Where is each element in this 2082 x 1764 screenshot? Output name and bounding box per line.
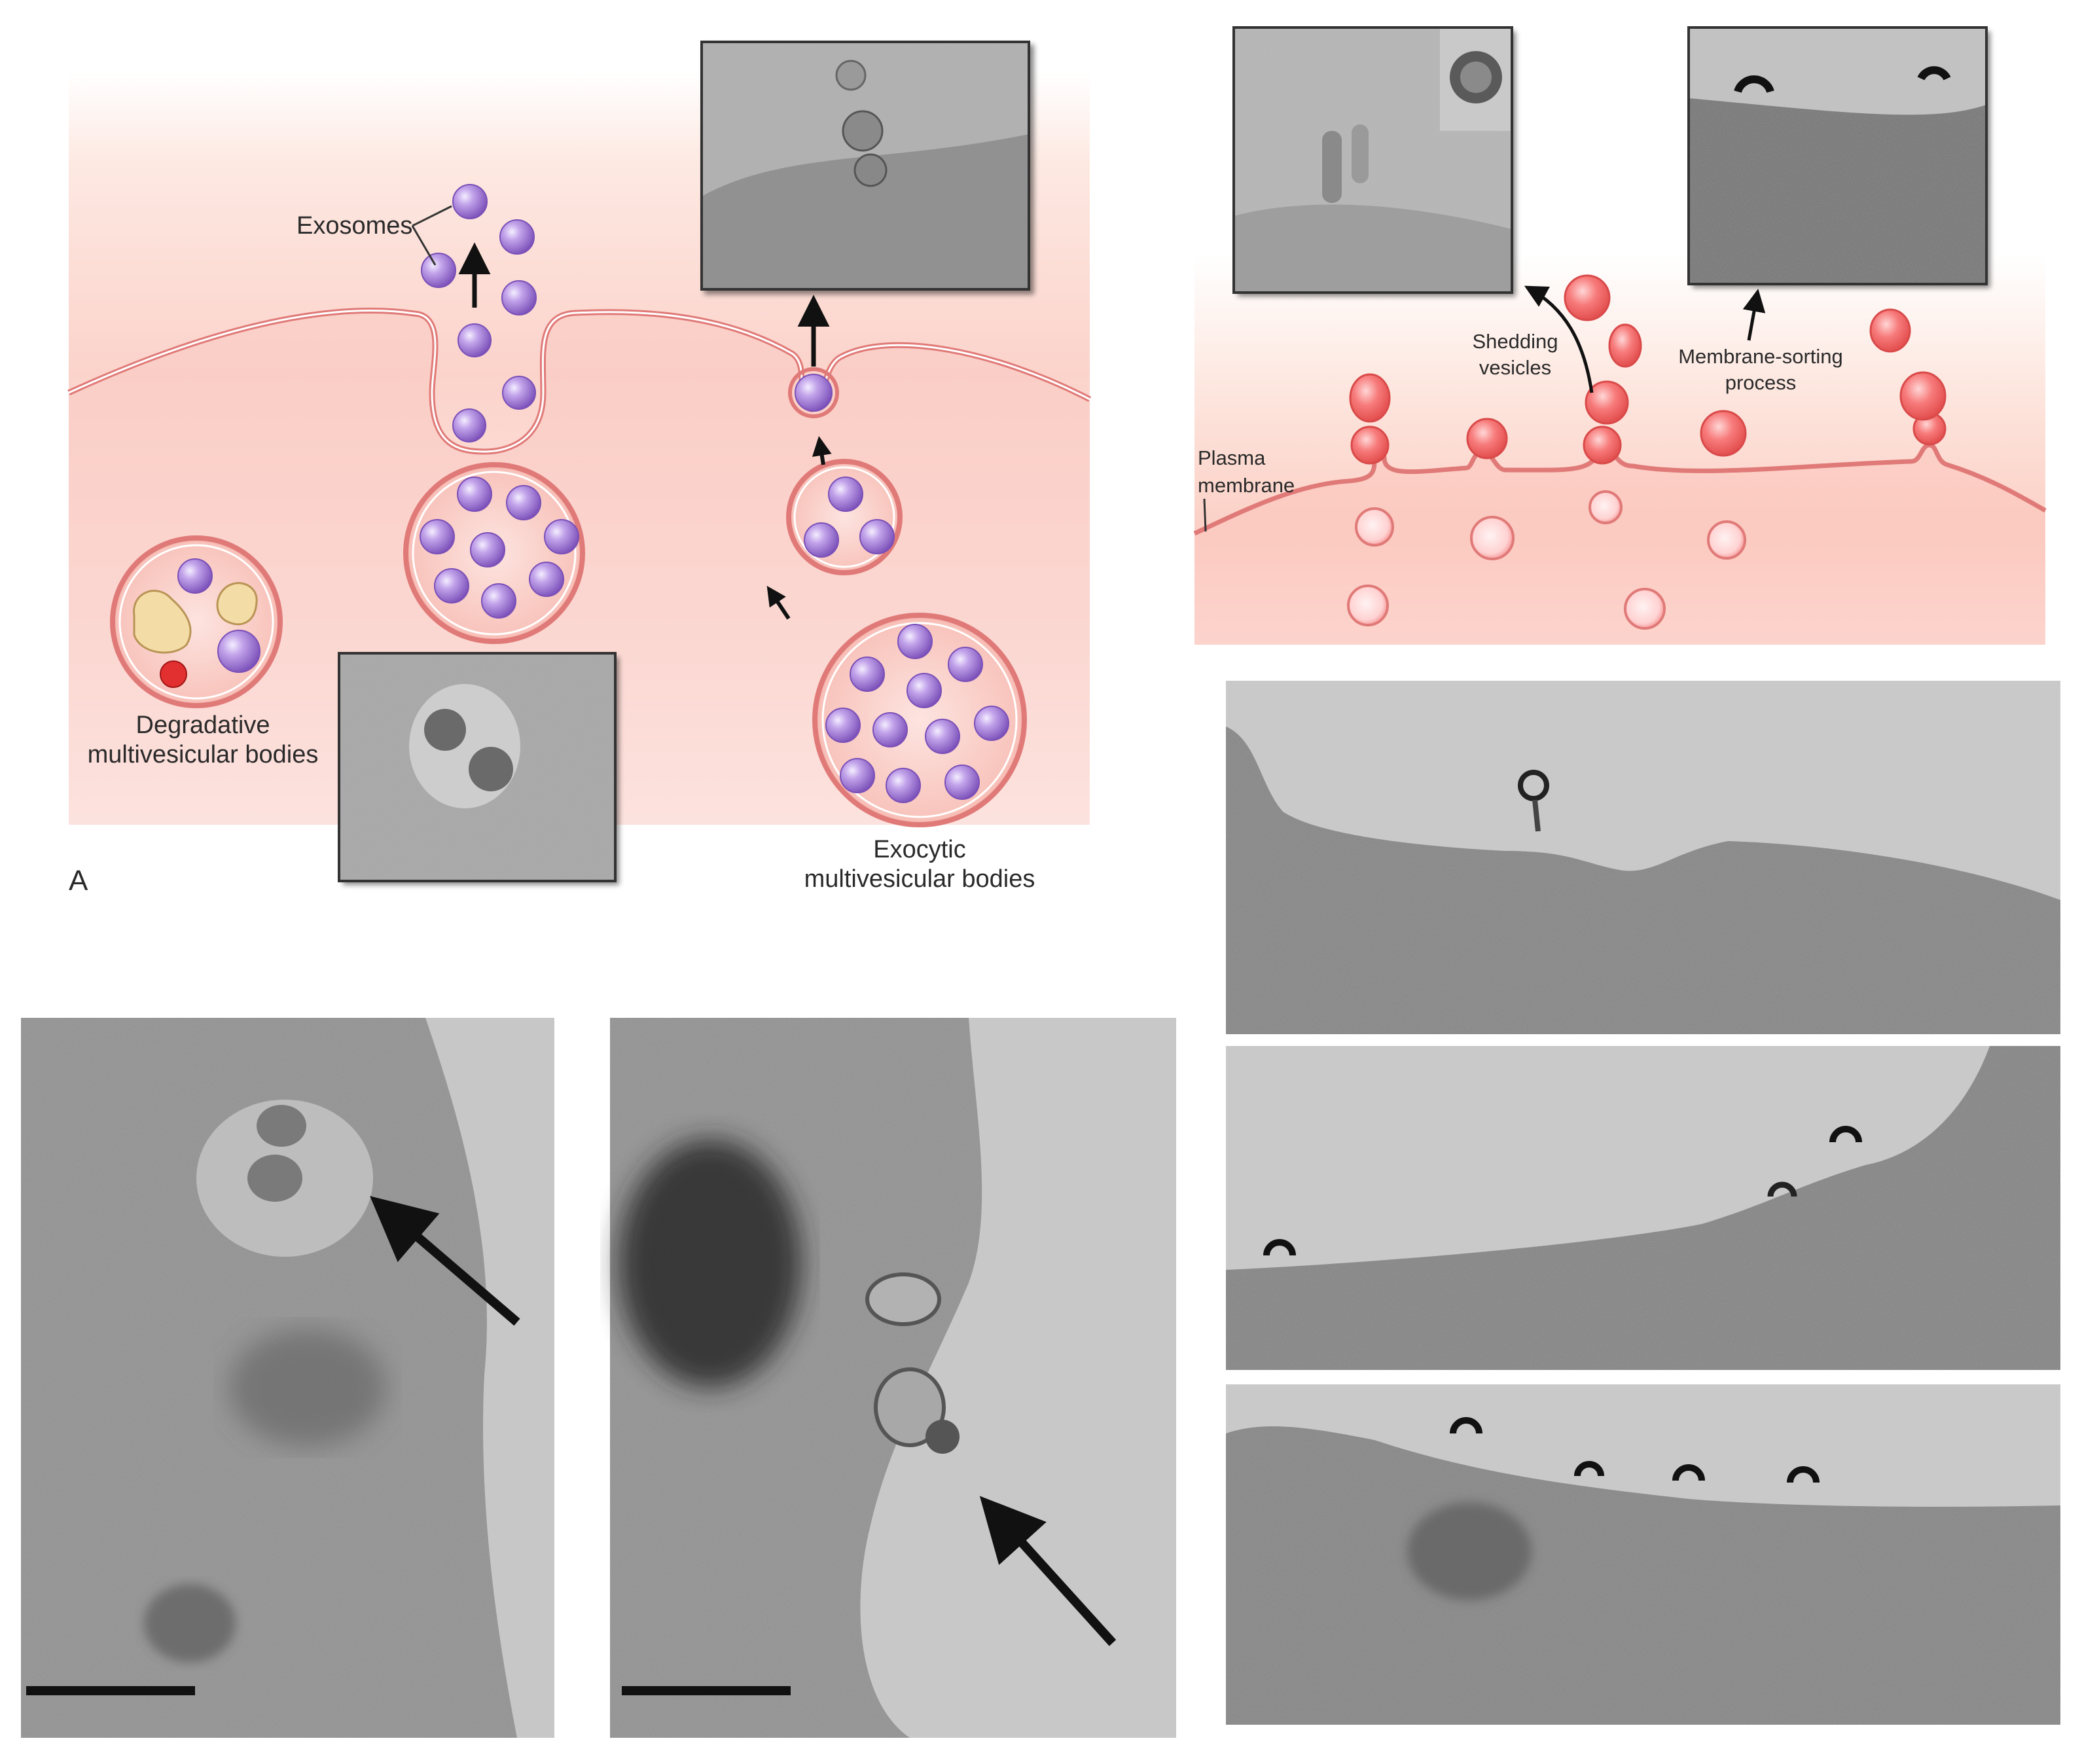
membrane-sorting-label-line2: process xyxy=(1725,371,1797,394)
exocytic-mvb-label-line1: Exocytic xyxy=(873,836,965,863)
em-left-scale-bar xyxy=(26,1686,195,1695)
small-endosome xyxy=(786,459,903,575)
panel-a-schematic: Exosomes xyxy=(67,41,1092,897)
shedding-vesicles-label-line2: vesicles xyxy=(1479,356,1551,379)
released-exosomes xyxy=(421,184,537,315)
em-micrograph-left xyxy=(21,1018,554,1738)
shedding-arrow xyxy=(1524,285,1594,393)
degradative-mvb-label-line2: multivesicular bodies xyxy=(88,741,319,768)
fusing-multivesicular-body xyxy=(403,323,585,644)
em-micrograph-middle xyxy=(610,1018,1176,1738)
exosomes-leader xyxy=(412,205,452,227)
plasma-membrane-label-line1: Plasma xyxy=(1198,446,1266,469)
exocytic-multivesicular-body xyxy=(812,613,1027,827)
em-strip-top xyxy=(1226,681,2060,1034)
em-strip-middle xyxy=(1226,1046,2060,1370)
membrane-sorting-label-line1: Membrane-sorting xyxy=(1678,345,1843,368)
panel-a-letter: A xyxy=(69,865,88,897)
exosome-group-fusing xyxy=(420,477,579,619)
exosomes-label: Exosomes xyxy=(296,212,412,240)
em-left-arrow xyxy=(370,1196,520,1326)
sorting-arrow xyxy=(1742,289,1766,341)
em-middle-arrow xyxy=(979,1496,1117,1646)
shed-vesicles xyxy=(1349,274,1947,457)
em-strip-bottom xyxy=(1226,1384,2060,1725)
panel-b-plasma-membrane xyxy=(1194,445,2045,645)
panel-b-schematic: Shedding vesicles Membrane-sorting proce… xyxy=(1193,26,2047,645)
plasma-membrane-label-line2: membrane xyxy=(1198,474,1295,497)
degradative-multivesicular-body xyxy=(110,535,283,708)
shedding-vesicles-label-line1: Shedding xyxy=(1472,330,1558,353)
budding-vesicles xyxy=(1350,412,1947,465)
degradative-mvb-label-line1: Degradative xyxy=(136,711,270,739)
intracellular-vesicles xyxy=(1347,490,1746,630)
exocytic-mvb-label-line2: multivesicular bodies xyxy=(804,865,1035,893)
em-middle-scale-bar xyxy=(622,1686,791,1695)
